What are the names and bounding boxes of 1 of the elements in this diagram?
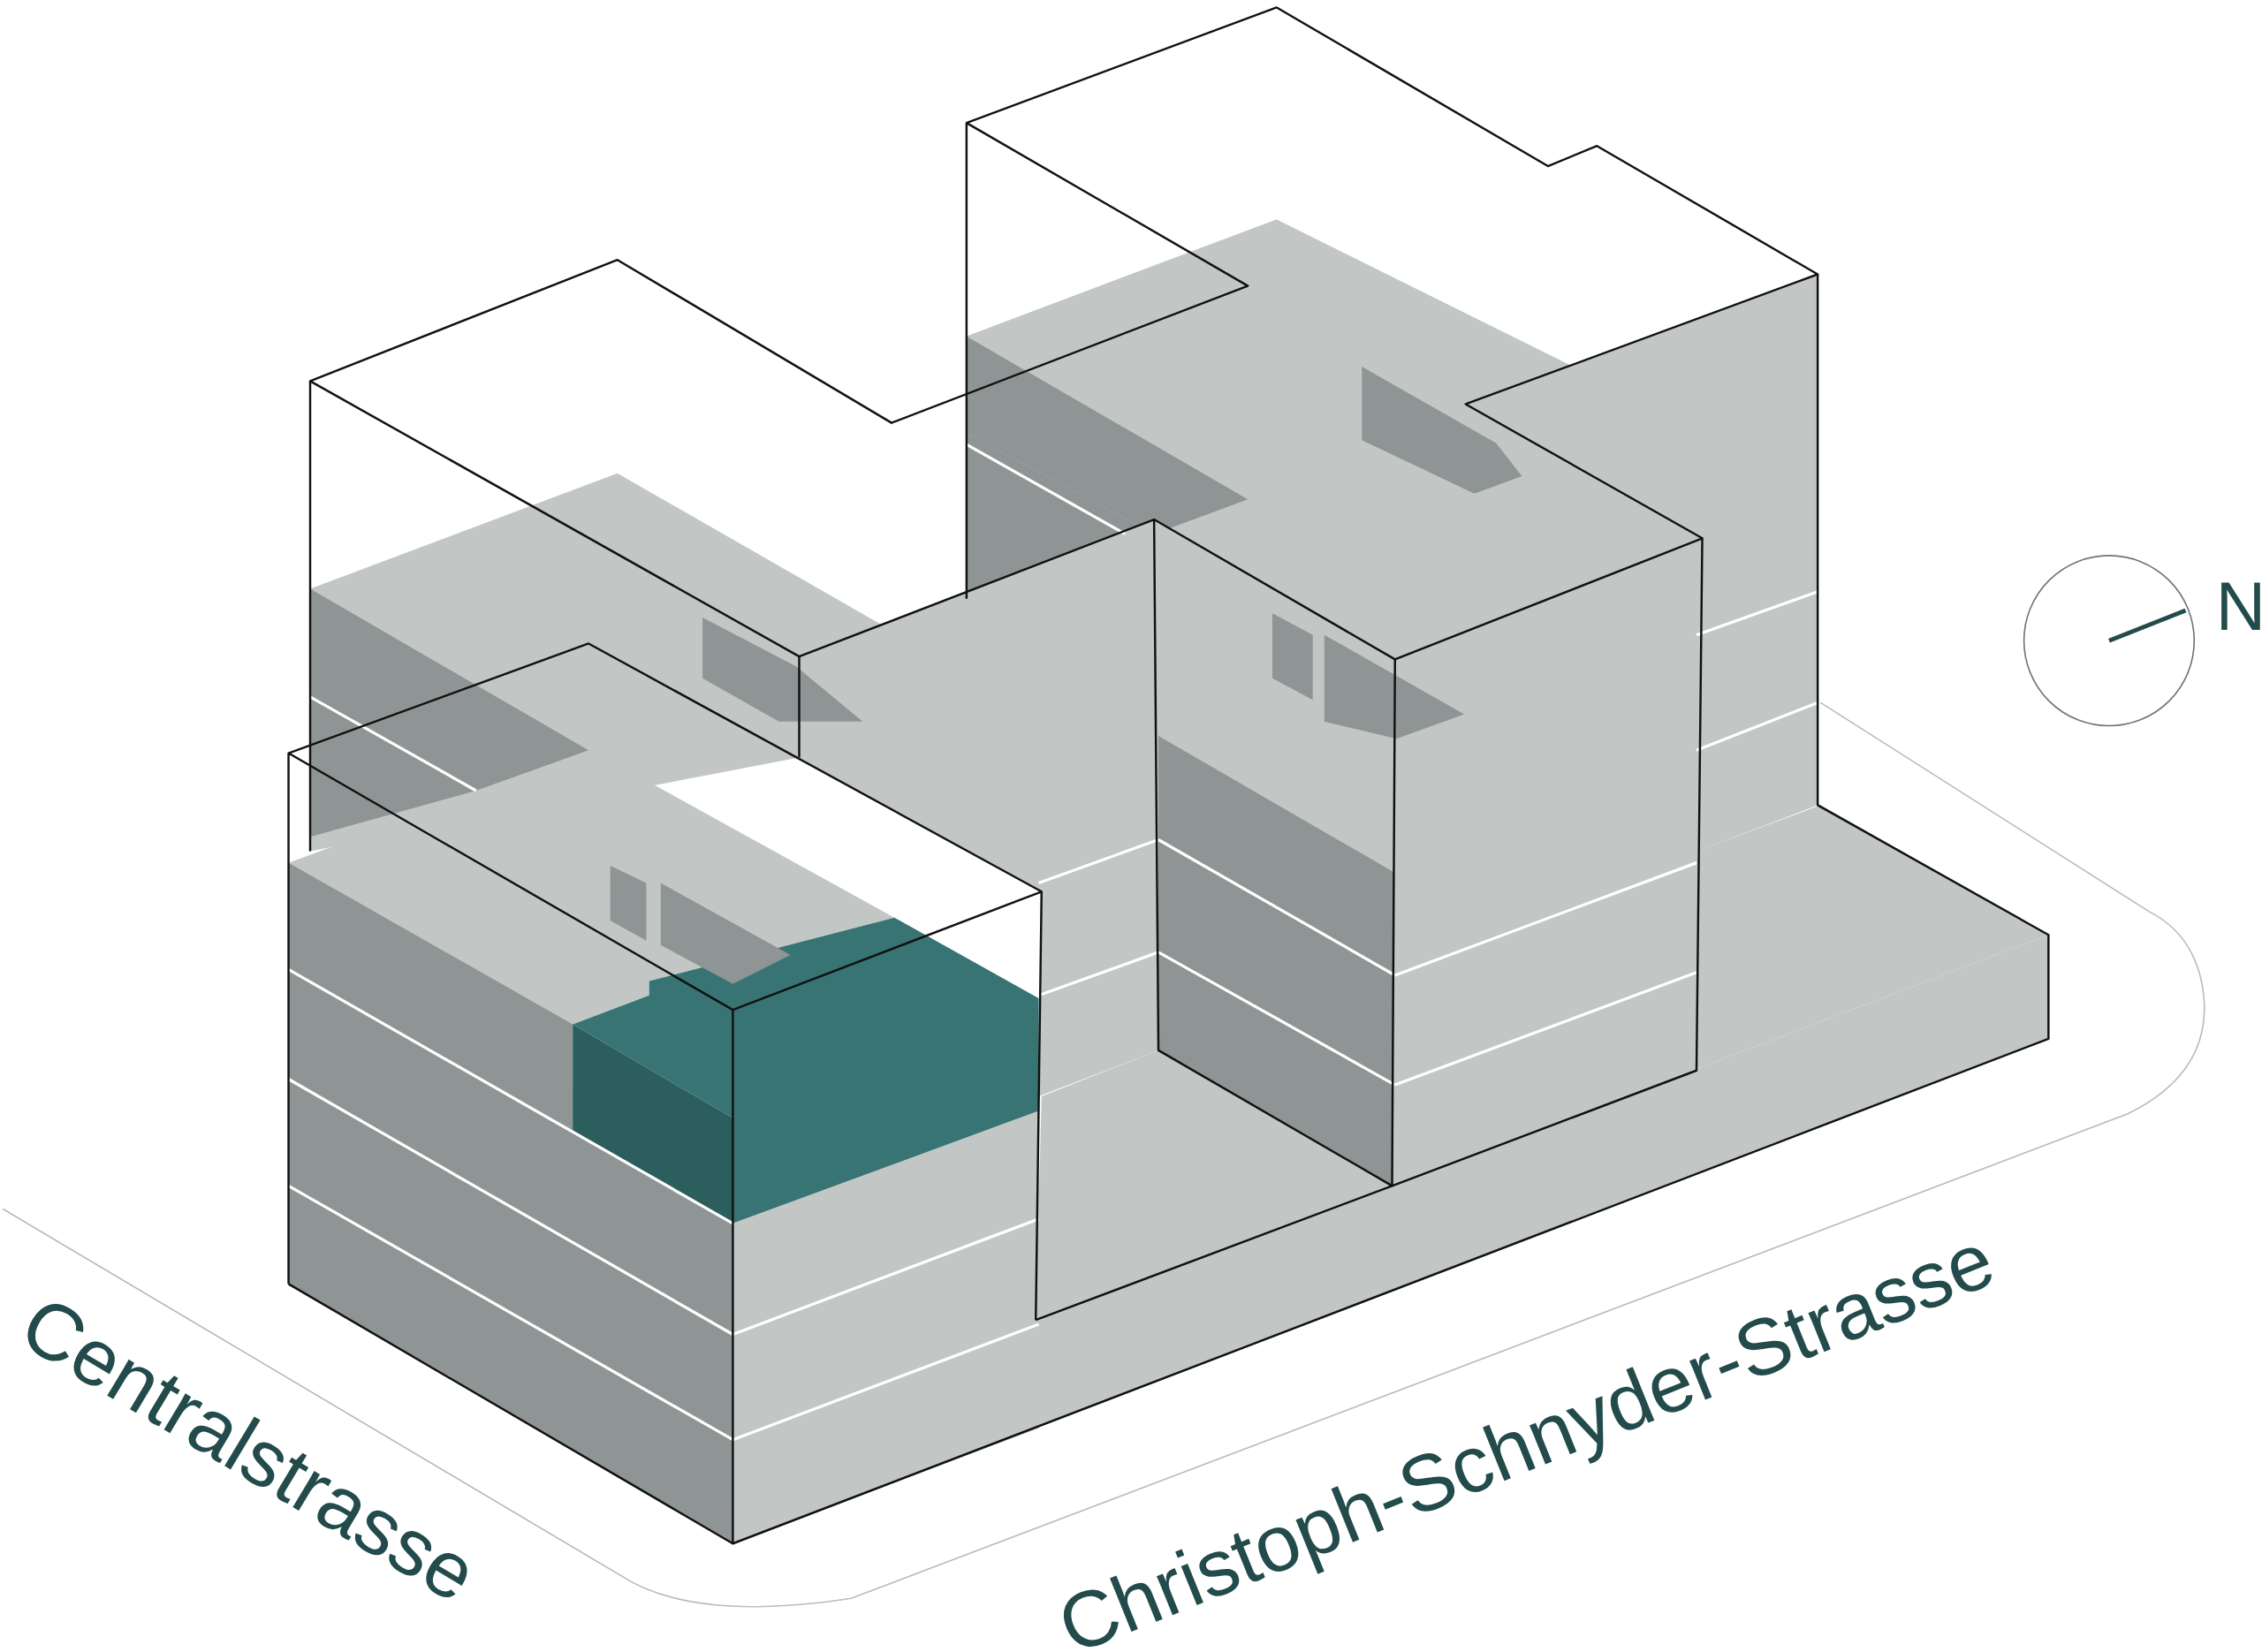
north-label: N xyxy=(2215,572,2262,640)
